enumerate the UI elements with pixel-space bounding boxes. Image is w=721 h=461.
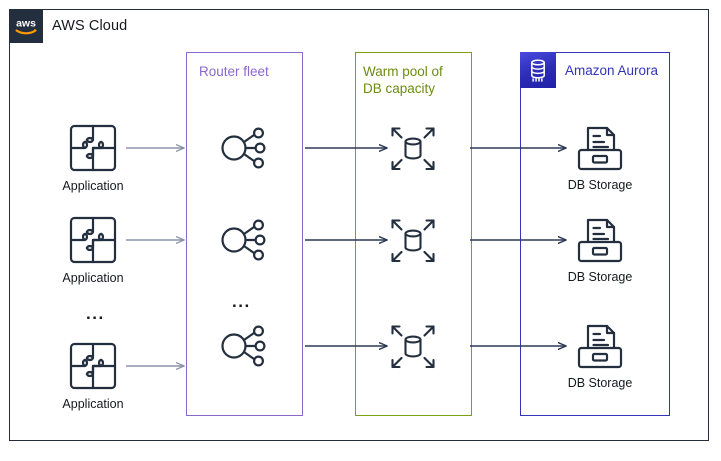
elastic-database-icon: [388, 124, 438, 179]
db-storage-icon: [574, 214, 626, 271]
db-storage-2-label: DB Storage: [567, 270, 633, 284]
router-node-icon: [218, 322, 270, 375]
amazon-aurora-icon: [520, 52, 556, 88]
applications-ellipsis: ...: [86, 304, 105, 323]
routers-ellipsis: ...: [232, 292, 251, 311]
db-storage-icon: [574, 122, 626, 179]
group-warm-pool: [355, 52, 472, 416]
application-puzzle-icon: [68, 341, 118, 396]
application-2-label: Application: [62, 271, 124, 285]
application-puzzle-icon: [68, 123, 118, 178]
aws-logo-icon: aws: [9, 9, 43, 43]
group-label-warm-pool: Warm pool of DB capacity: [363, 64, 443, 96]
elastic-database-icon: [388, 322, 438, 377]
application-puzzle-icon: [68, 215, 118, 270]
group-label-router-fleet: Router fleet: [199, 64, 269, 79]
router-node-icon: [218, 216, 270, 269]
aws-cloud-title: AWS Cloud: [52, 18, 128, 34]
db-storage-3-label: DB Storage: [567, 376, 633, 390]
elastic-database-icon: [388, 216, 438, 271]
router-node-icon: [218, 124, 270, 177]
application-3-label: Application: [62, 397, 124, 411]
application-1-label: Application: [62, 179, 124, 193]
group-label-amazon-aurora: Amazon Aurora: [565, 63, 659, 78]
svg-text:aws: aws: [16, 18, 36, 30]
db-storage-icon: [574, 320, 626, 377]
db-storage-1-label: DB Storage: [567, 178, 633, 192]
